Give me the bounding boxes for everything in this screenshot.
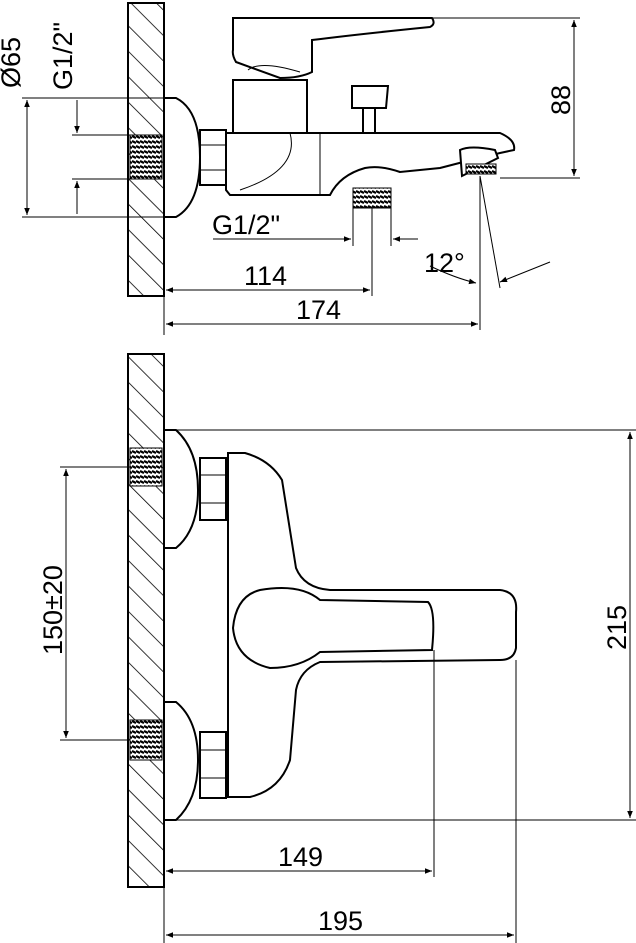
dim-149-label: 149 <box>278 842 323 872</box>
mixer-body <box>225 132 516 196</box>
bottom-outlet-thread <box>352 187 392 209</box>
wall-thread-connector <box>129 134 163 180</box>
escutcheon-lower <box>163 701 200 821</box>
dim-114-label: 114 <box>244 261 287 291</box>
escutcheon-upper <box>163 429 200 549</box>
handle-base <box>232 79 308 134</box>
top-view: 150±20 215 149 195 <box>38 353 636 943</box>
side-view: Ø65 G1/2" 88 G1/2" 12° 114 174 <box>0 2 580 335</box>
dim-spacing-label: 150±20 <box>38 565 68 655</box>
aerator <box>465 163 497 175</box>
dim-diameter-label: Ø65 <box>0 37 26 88</box>
hex-nut-lower <box>199 731 227 799</box>
dim-thread-bottom-label: G1/2" <box>212 210 280 240</box>
diverter-knob[interactable] <box>351 85 390 109</box>
lever-handle-top[interactable] <box>231 587 435 670</box>
wall-thread-lower <box>129 719 163 761</box>
hex-nut-upper <box>199 457 227 521</box>
dim-195-label: 195 <box>318 906 363 936</box>
escutcheon-cover <box>163 97 202 218</box>
dim-height-label: 88 <box>546 85 576 115</box>
diverter-stem <box>362 107 376 134</box>
dim-174-label: 174 <box>296 295 341 325</box>
dim-angle-label: 12° <box>424 248 465 278</box>
wall-thread-upper <box>129 447 163 487</box>
lever-handle[interactable] <box>231 17 435 80</box>
hex-nut <box>199 129 227 186</box>
dim-thread-vertical-label: G1/2" <box>48 22 78 90</box>
wall-section-top <box>127 353 165 888</box>
dim-215-label: 215 <box>602 605 632 650</box>
